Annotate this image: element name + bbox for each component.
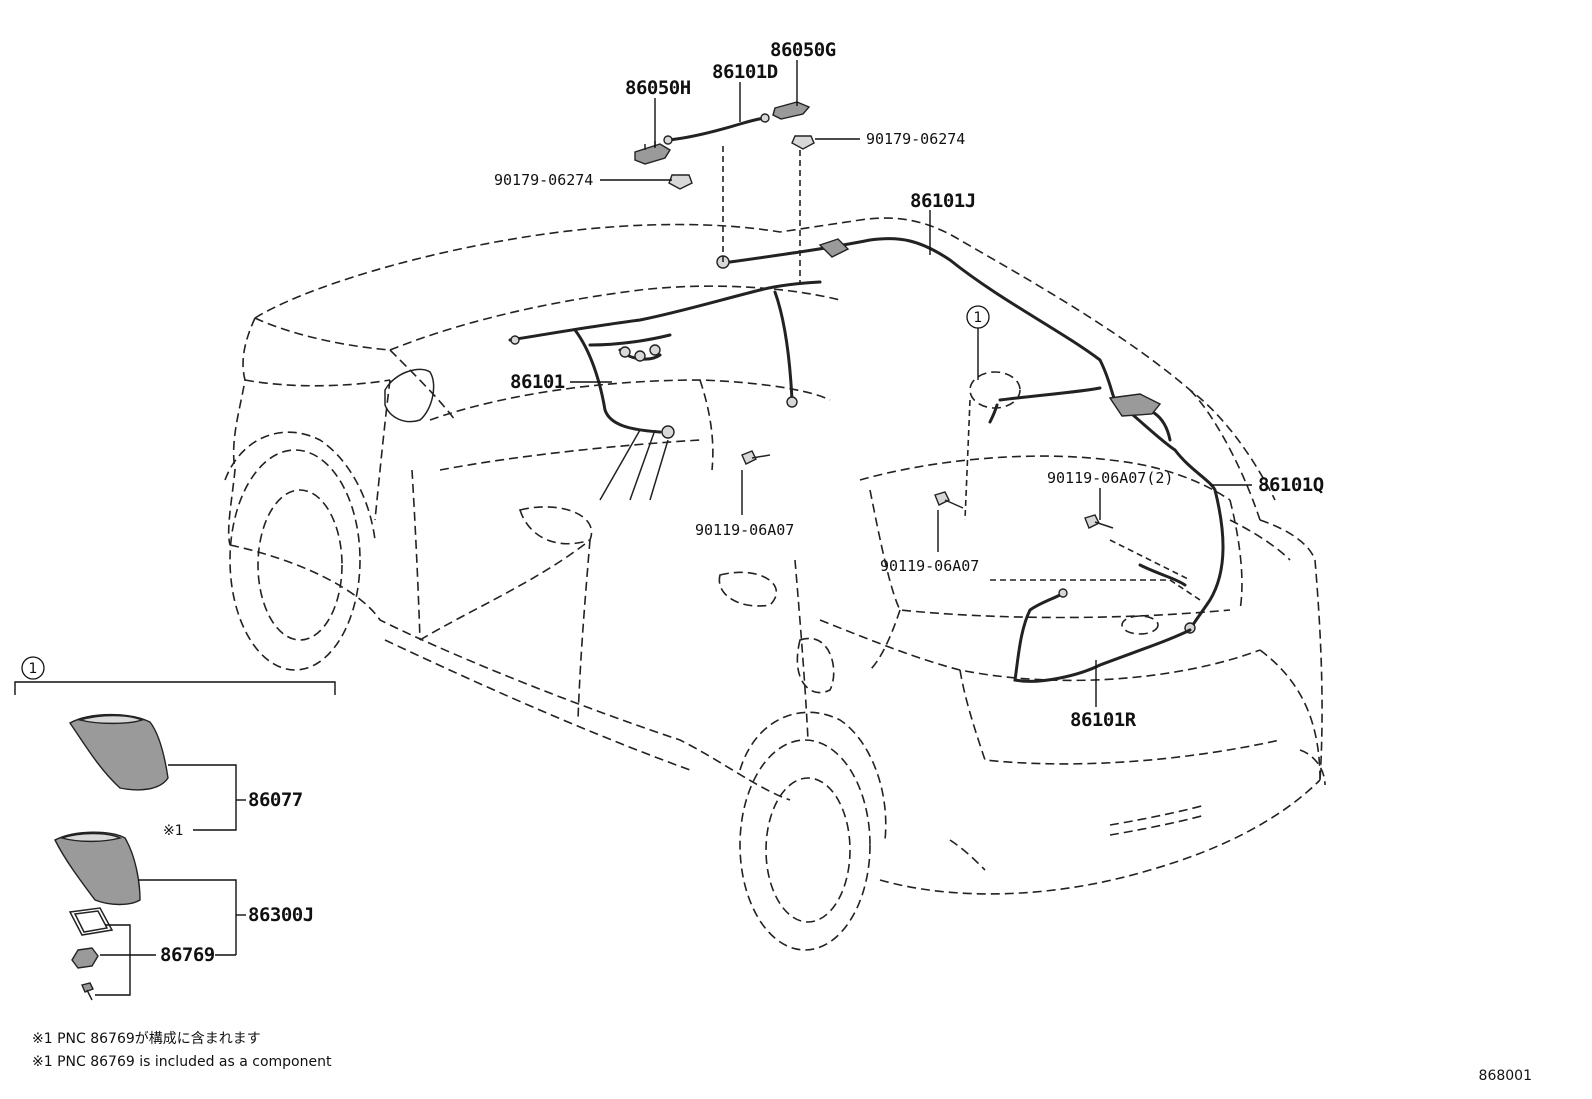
part-labels: 86050G 86101D 86050H 90179-06274 90179-0…: [494, 39, 1324, 731]
part-86050G-bracket: [772, 101, 811, 120]
detail-group-1: 1 86077 ※1 86300J: [14, 656, 336, 1001]
diagram-id: 868001: [1479, 1068, 1532, 1084]
label-86077: 86077: [248, 789, 303, 811]
label-86101: 86101: [510, 371, 565, 393]
part-nut: [71, 947, 99, 969]
part-86769-gasket: [68, 907, 114, 936]
side-mirror: [384, 368, 435, 423]
wire-harness-86101R: [1013, 563, 1192, 683]
wire-harness-86101J: [716, 237, 1117, 402]
bolt-90119-two: [1084, 514, 1114, 529]
label-86050G: 86050G: [770, 39, 836, 61]
note-english: ※1 PNC 86769 is included as a component: [32, 1054, 332, 1070]
label-86101D: 86101D: [712, 61, 778, 83]
label-90179-right: 90179-06274: [866, 130, 965, 148]
label-90119-two: 90119-06A07(2): [1047, 469, 1173, 487]
part-90179-clip-left: [668, 174, 693, 190]
label-86769: 86769: [160, 944, 215, 966]
part-86077-antenna-cover: [68, 713, 169, 791]
label-90119-right: 90119-06A07: [880, 557, 979, 575]
part-86300J-antenna-base: [54, 831, 141, 906]
label-90119-mid: 90119-06A07: [695, 521, 794, 539]
part-86101D-cable: [663, 113, 770, 145]
front-wheel: [224, 431, 376, 671]
label-86101J: 86101J: [910, 190, 976, 212]
part-86050H-bracket: [634, 141, 671, 165]
label-86101R: 86101R: [1070, 709, 1137, 731]
part-screw: [81, 982, 94, 1001]
rear-wheel: [739, 711, 887, 951]
svg-text:1: 1: [974, 310, 983, 326]
footnotes: ※1 PNC 86769が構成に含まれます ※1 PNC 86769 is in…: [32, 1031, 332, 1070]
label-86300J: 86300J: [248, 904, 314, 926]
car-body-outline: [227, 217, 1326, 895]
label-86101Q: 86101Q: [1258, 474, 1324, 496]
roof-antenna-on-car: [969, 371, 1021, 424]
bolt-90119-mid: [741, 450, 771, 465]
note-japanese: ※1 PNC 86769が構成に含まれます: [32, 1031, 261, 1047]
callout-circle-car: 1: [966, 305, 990, 329]
part-90179-clip-right: [791, 135, 815, 150]
label-86050H: 86050H: [625, 77, 691, 99]
bolt-90119-right: [934, 491, 964, 509]
asterisk-marker: ※1: [163, 823, 184, 839]
label-90179-left: 90179-06274: [494, 171, 593, 189]
leader-lines: [570, 60, 1252, 707]
wire-harness-86101Q: [1108, 393, 1225, 634]
svg-text:1: 1: [29, 661, 38, 677]
wire-harness-86101: [508, 280, 822, 439]
callout-circle-detail: 1: [21, 656, 45, 680]
